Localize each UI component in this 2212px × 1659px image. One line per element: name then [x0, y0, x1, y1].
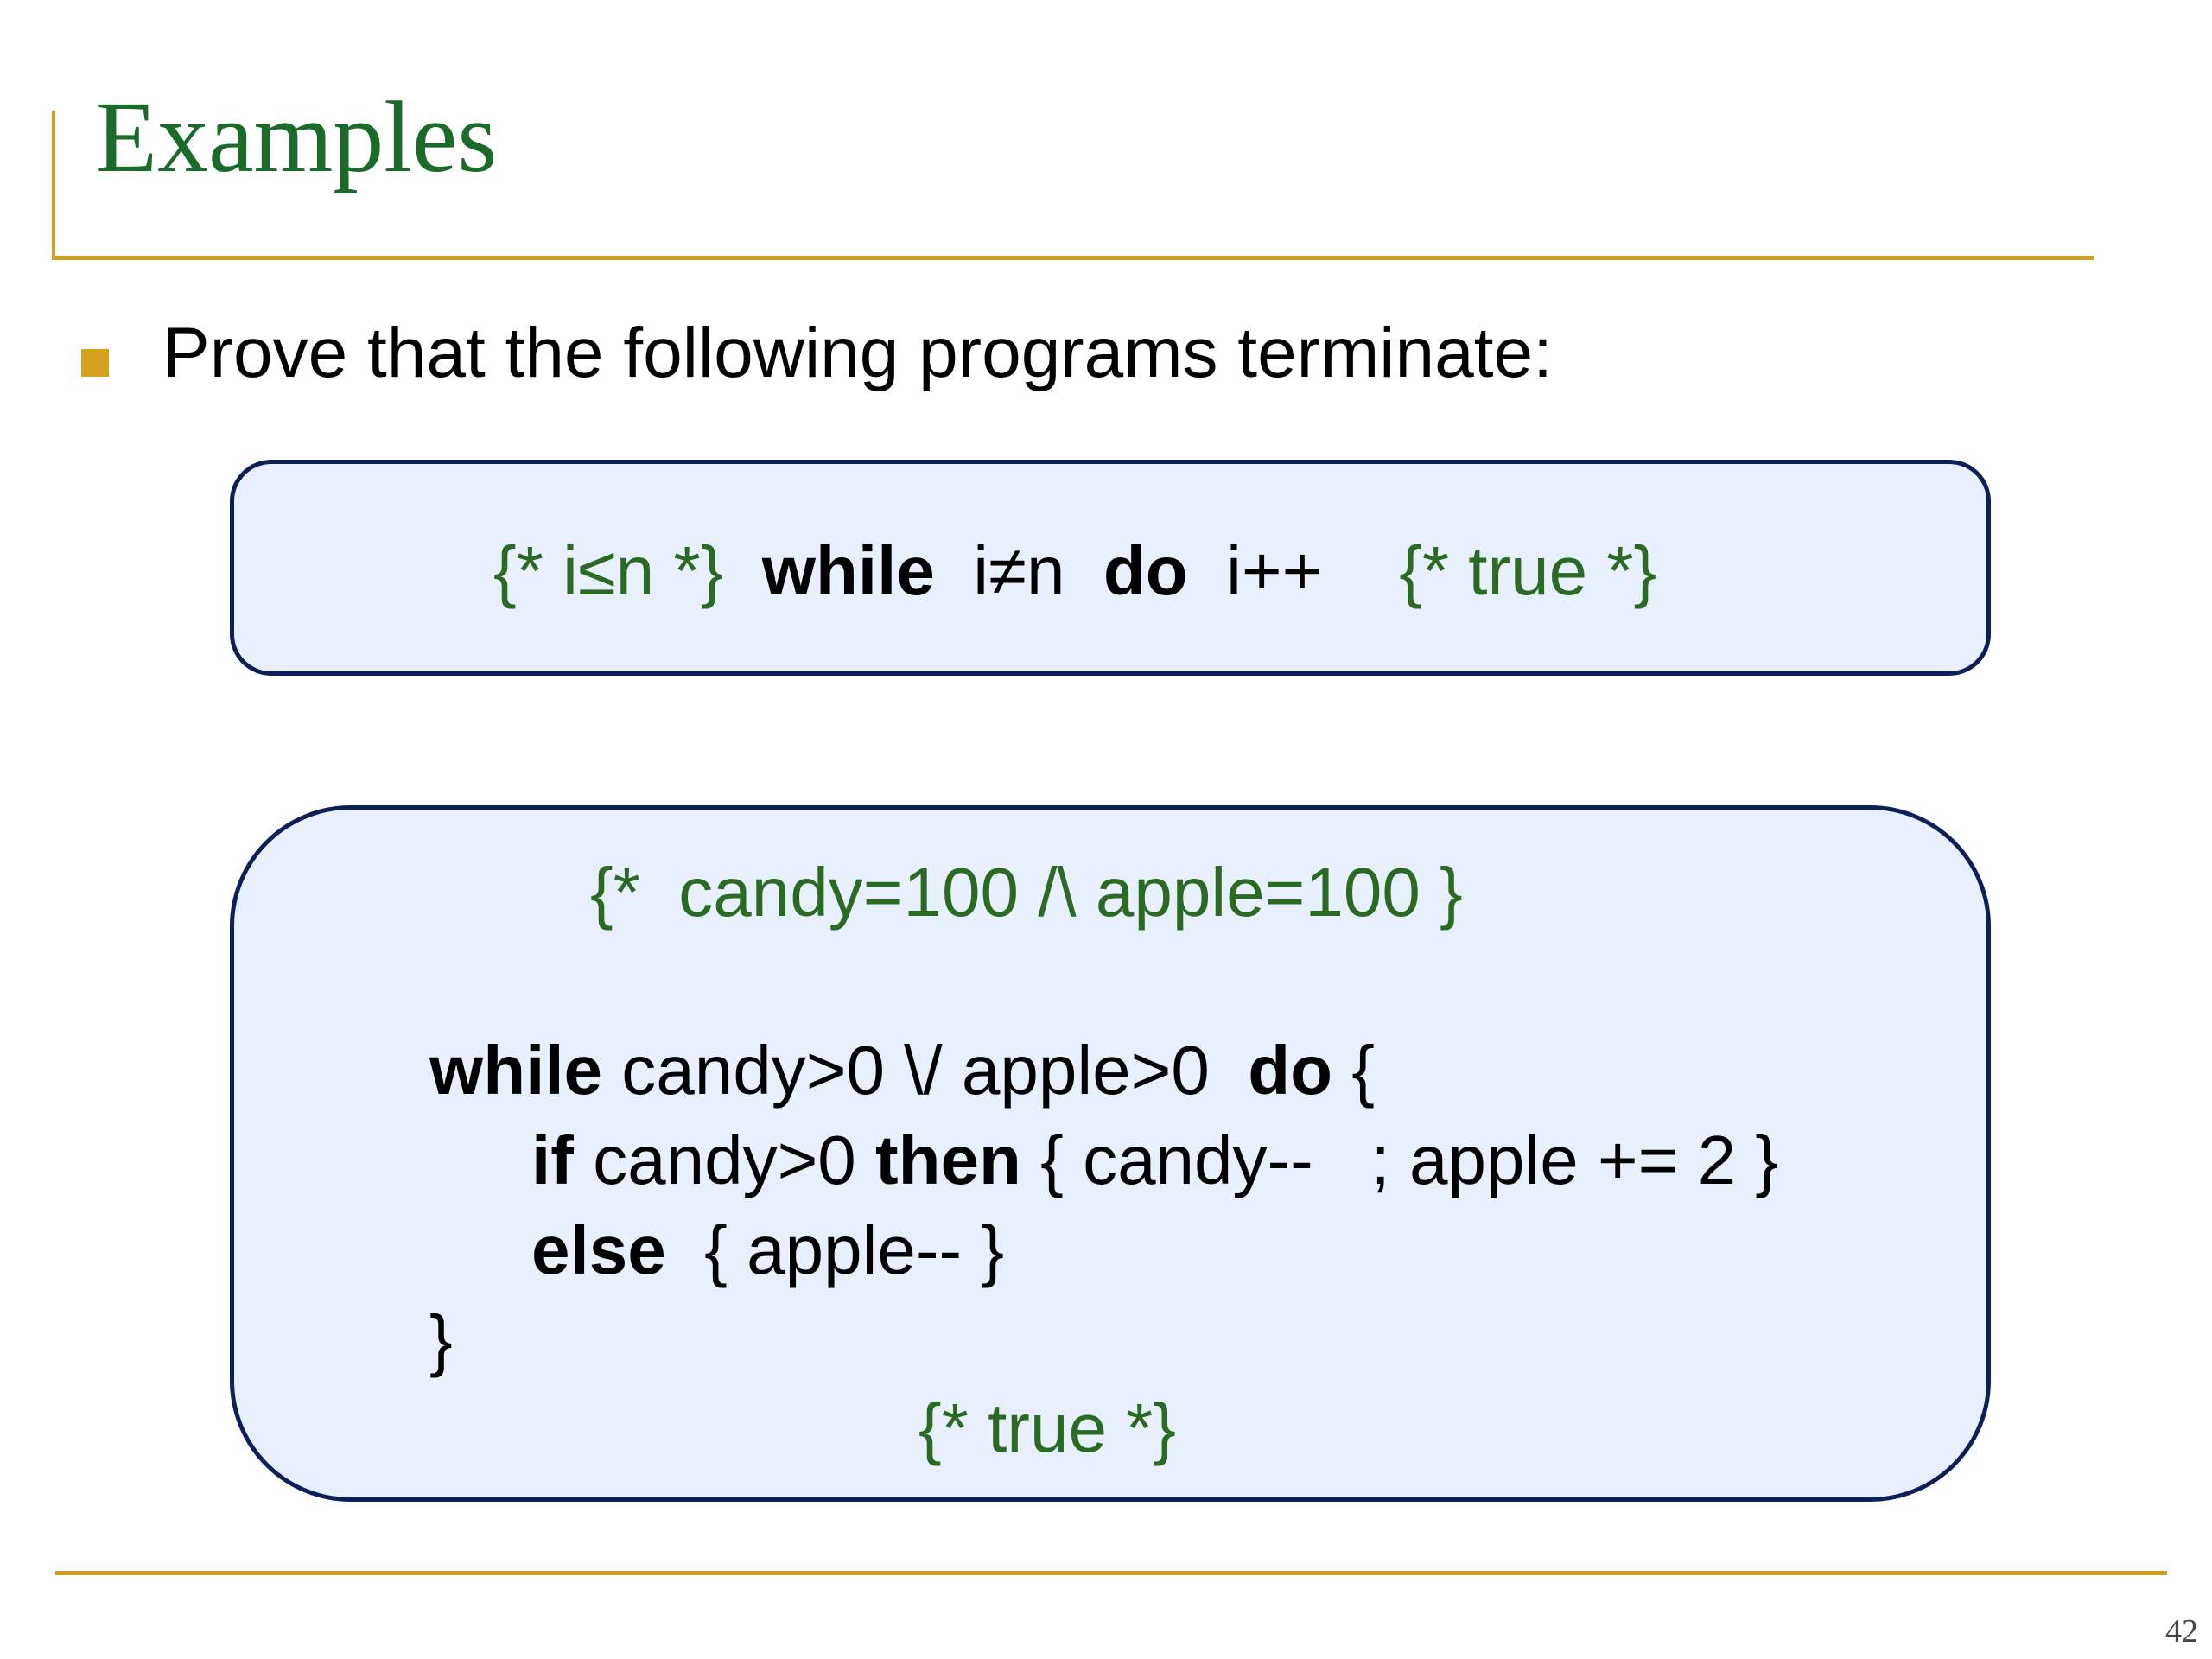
precondition: {* candy=100 /\ apple=100 } — [590, 854, 1463, 931]
slide-title: Examples — [95, 80, 498, 194]
bullet-text: Prove that the following programs termin… — [162, 314, 1553, 392]
keyword-while: while — [761, 532, 935, 609]
keyword-do: do — [1103, 532, 1188, 609]
close-brace: } — [429, 1301, 453, 1378]
keyword-do: do — [1248, 1032, 1333, 1109]
title-underline — [52, 256, 2094, 260]
page-number: 42 — [2165, 1613, 2198, 1649]
code-line-if: if candy>0 then { candy-- ; apple += 2 } — [531, 1126, 1778, 1195]
keyword-then: then — [875, 1122, 1021, 1198]
else-body: { apple-- } — [665, 1211, 1005, 1288]
loop-body: i++ — [1226, 532, 1323, 609]
keyword-else: else — [531, 1211, 666, 1288]
keyword-if: if — [531, 1122, 574, 1198]
precondition: {* i≤n *} — [493, 532, 724, 609]
code-box-example-2: {* candy=100 /\ apple=100 } while candy>… — [230, 805, 1991, 1502]
footer-rule — [55, 1571, 2167, 1575]
loop-condition: candy>0 \/ apple>0 — [602, 1032, 1249, 1109]
open-brace: { — [1332, 1032, 1375, 1109]
if-condition: candy>0 — [573, 1122, 876, 1198]
then-body: { candy-- ; apple += 2 } — [1020, 1122, 1779, 1198]
code-line-example-1: {* i≤n *} while i≠n do i++ {* true *} — [493, 537, 1656, 606]
title-accent-vertical — [52, 111, 55, 259]
loop-condition: i≠n — [973, 532, 1065, 609]
postcondition: {* true *} — [918, 1389, 1177, 1466]
postcondition: {* true *} — [1399, 532, 1657, 609]
keyword-while: while — [429, 1032, 603, 1109]
bullet-square-icon — [81, 349, 109, 377]
code-line-while: while candy>0 \/ apple>0 do { — [429, 1036, 1375, 1105]
code-line-else: else { apple-- } — [531, 1216, 1004, 1285]
code-box-example-1: {* i≤n *} while i≠n do i++ {* true *} — [230, 460, 1991, 676]
